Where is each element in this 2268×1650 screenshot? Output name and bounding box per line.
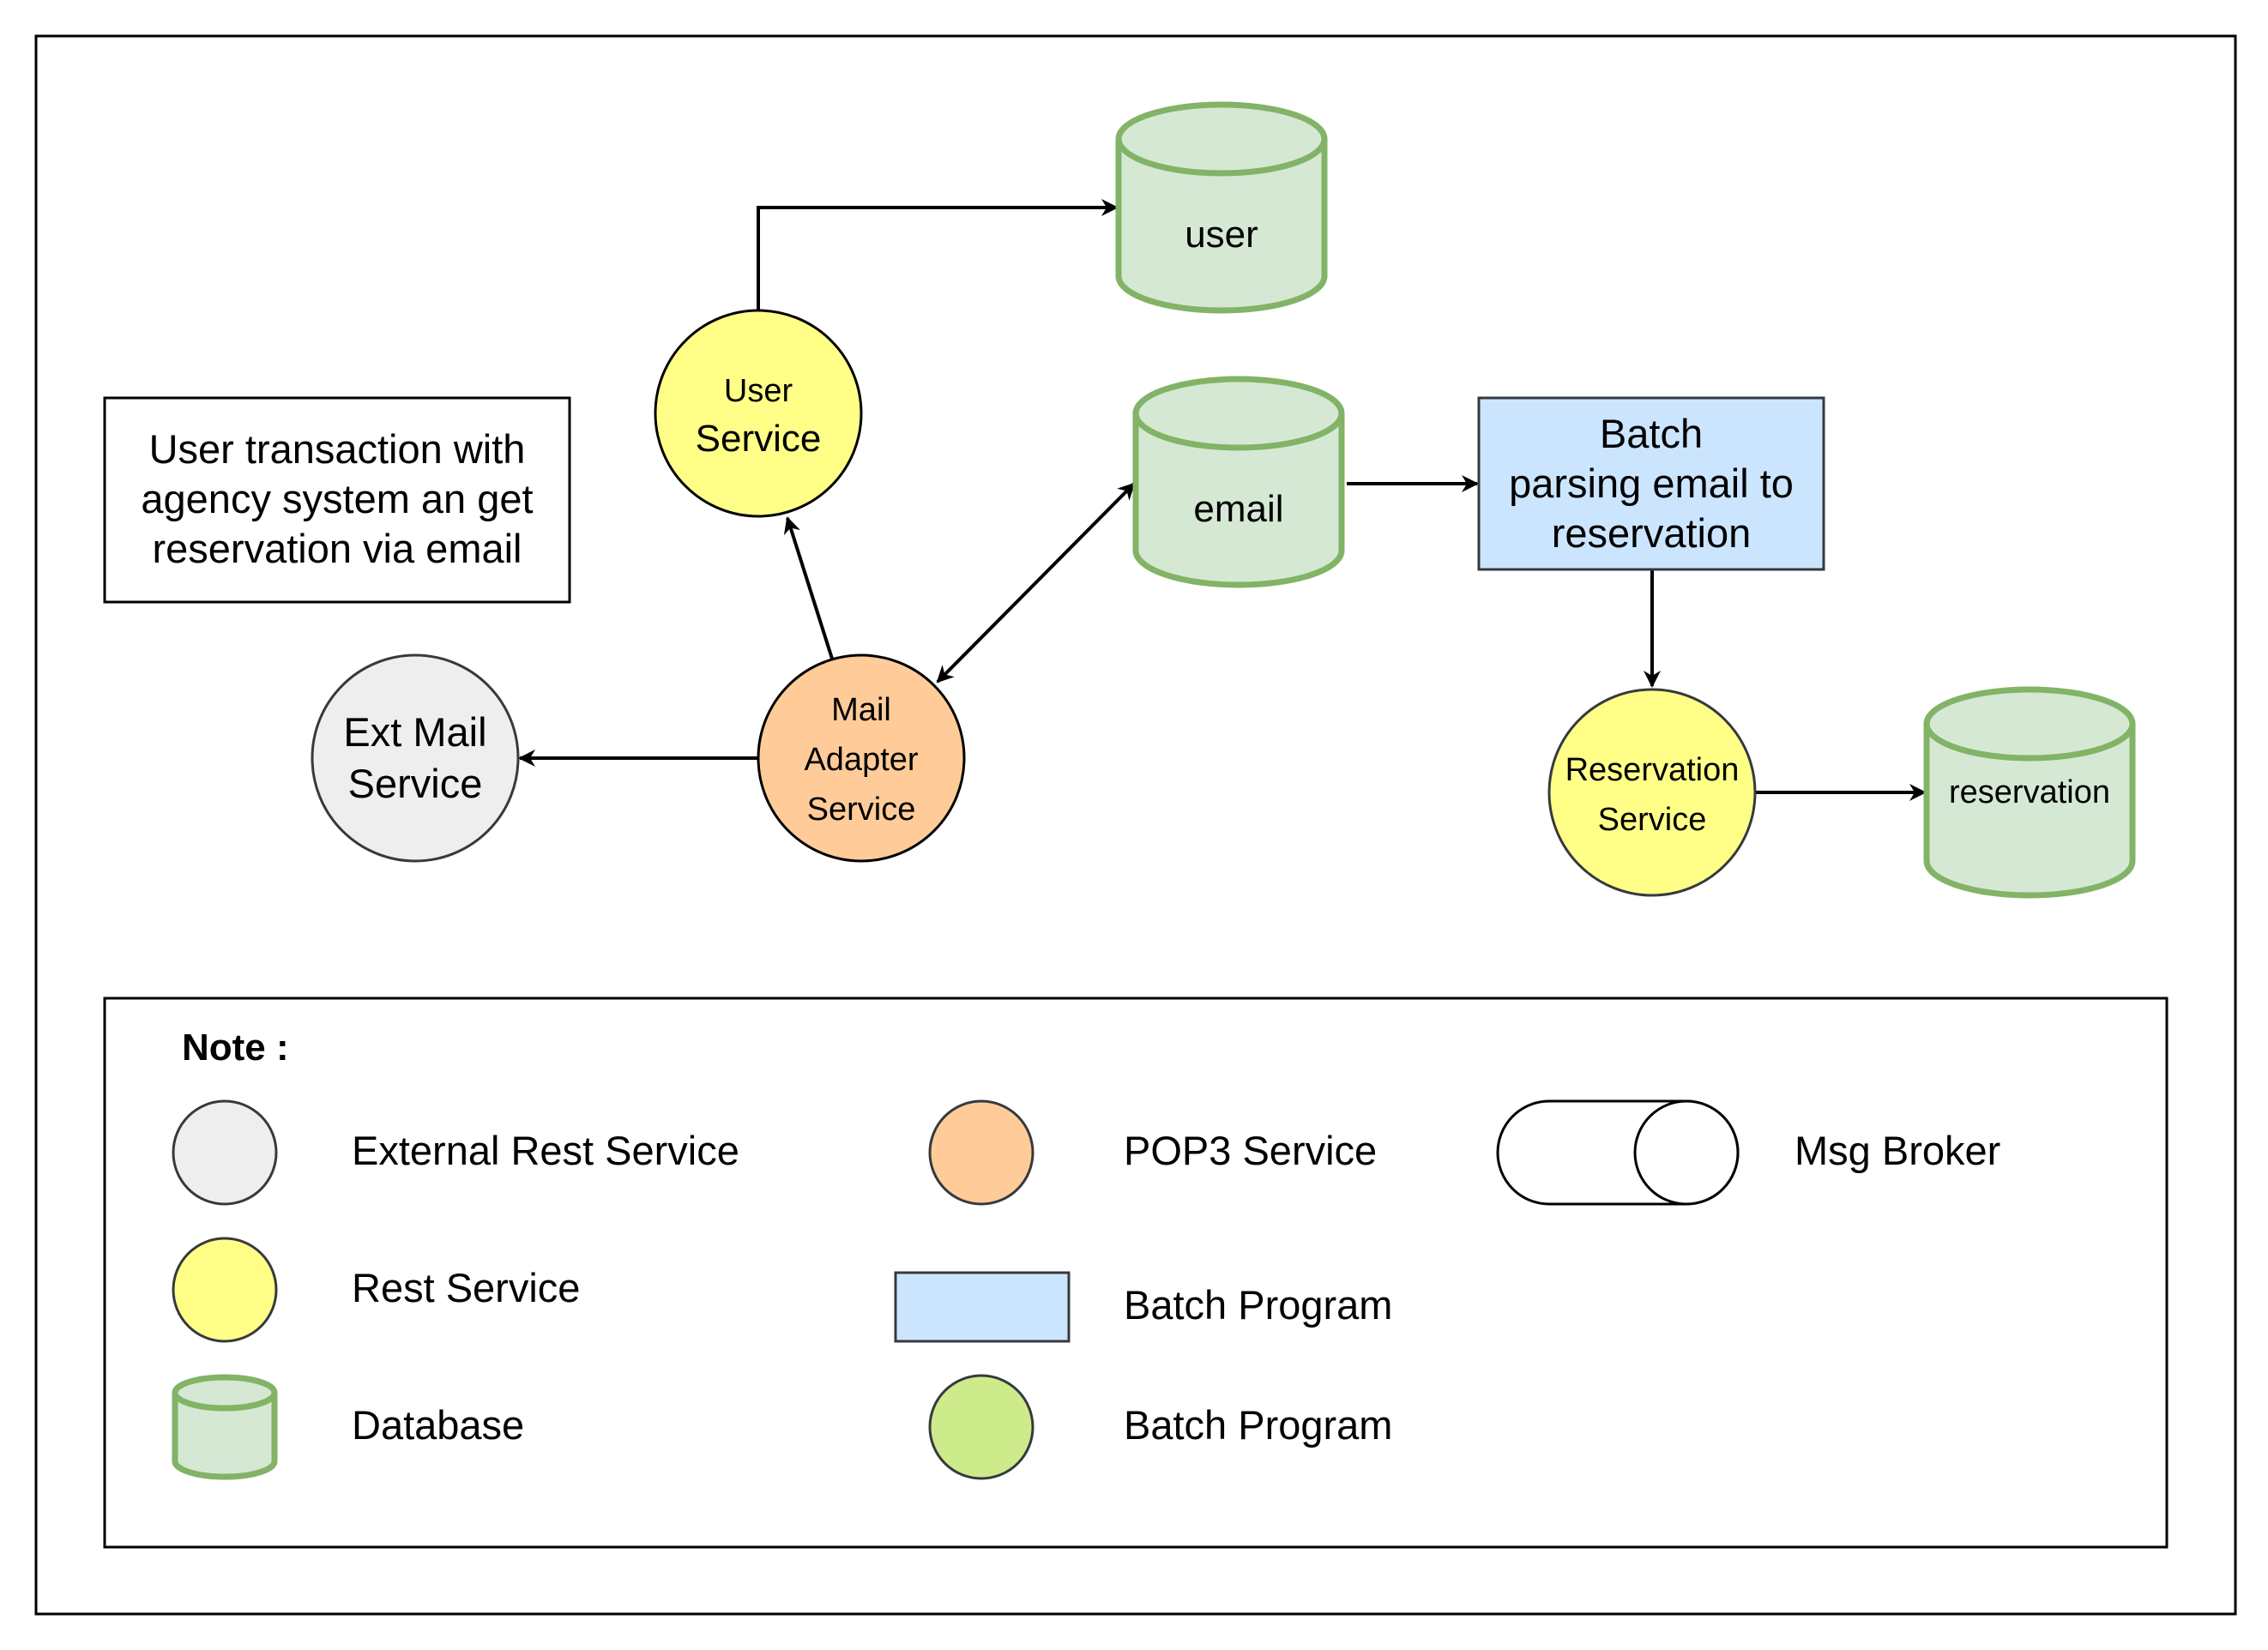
legend-batch-green-label: Batch Program (1124, 1402, 1392, 1448)
edge-mail-adapter-to-user-service (783, 516, 834, 659)
user-database-label: user (1185, 214, 1258, 256)
legend-database-label: Database (352, 1402, 524, 1448)
reservation-service-node: Reservation Service (1547, 688, 1757, 897)
edge-mail-adapter-email-db-bidirectional (936, 482, 1136, 683)
legend-batch-rect-label: Batch Program (1124, 1282, 1392, 1328)
batch-parser-label-line1: Batch (1600, 411, 1703, 456)
legend-external-rest-icon (172, 1099, 278, 1206)
legend-box (103, 997, 2168, 1549)
legend-pop3-icon (928, 1099, 1034, 1206)
description-line1: User transaction with (149, 426, 526, 472)
ext-mail-node: Ext Mail Service (311, 653, 520, 863)
legend-rest-icon (172, 1237, 278, 1343)
batch-parser-node: Batch parsing email to reservation (1477, 396, 1825, 571)
mail-adapter-node: Mail Adapter Service (757, 653, 966, 863)
legend-database-icon (172, 1374, 278, 1480)
reservation-service-label-line1: Reservation (1565, 752, 1740, 788)
edge-user-service-to-user-db (757, 199, 1119, 310)
legend-msg-broker-label: Msg Broker (1794, 1128, 2000, 1173)
user-service-label-line2: Service (696, 418, 822, 460)
edges (518, 199, 1927, 801)
legend-external-rest-label: External Rest Service (352, 1128, 739, 1173)
email-database: email (1132, 376, 1345, 588)
batch-parser-label-line2: parsing email to (1509, 461, 1794, 506)
description-line2: agency system an get (141, 476, 533, 521)
description-box: User transaction with agency system an g… (103, 396, 571, 604)
mail-adapter-label-line1: Mail (831, 692, 891, 728)
legend-batch-rect-icon (894, 1271, 1071, 1343)
legend-rest-label: Rest Service (352, 1265, 580, 1310)
mail-adapter-label-line3: Service (807, 792, 916, 828)
legend-msg-broker-icon (1496, 1099, 1740, 1206)
user-database: user (1115, 101, 1328, 314)
reservation-service-label-line2: Service (1598, 802, 1707, 838)
ext-mail-label-line2: Service (348, 761, 483, 806)
legend-title: Note : (182, 1027, 289, 1069)
legend-pop3-label: POP3 Service (1124, 1128, 1377, 1173)
user-service-label-line1: User (724, 373, 793, 409)
reservation-database: reservation (1923, 686, 2136, 899)
description-line3: reservation via email (152, 526, 522, 571)
legend-batch-green-icon (928, 1374, 1034, 1480)
reservation-database-label: reservation (1949, 774, 2110, 810)
legend: Note : External Rest Service POP3 Servic… (103, 997, 2168, 1549)
batch-parser-label-line3: reservation (1552, 510, 1752, 556)
user-service-node: User Service (654, 309, 863, 518)
mail-adapter-label-line2: Adapter (804, 742, 918, 778)
ext-mail-label-line1: Ext Mail (343, 709, 486, 755)
email-database-label: email (1193, 488, 1283, 530)
